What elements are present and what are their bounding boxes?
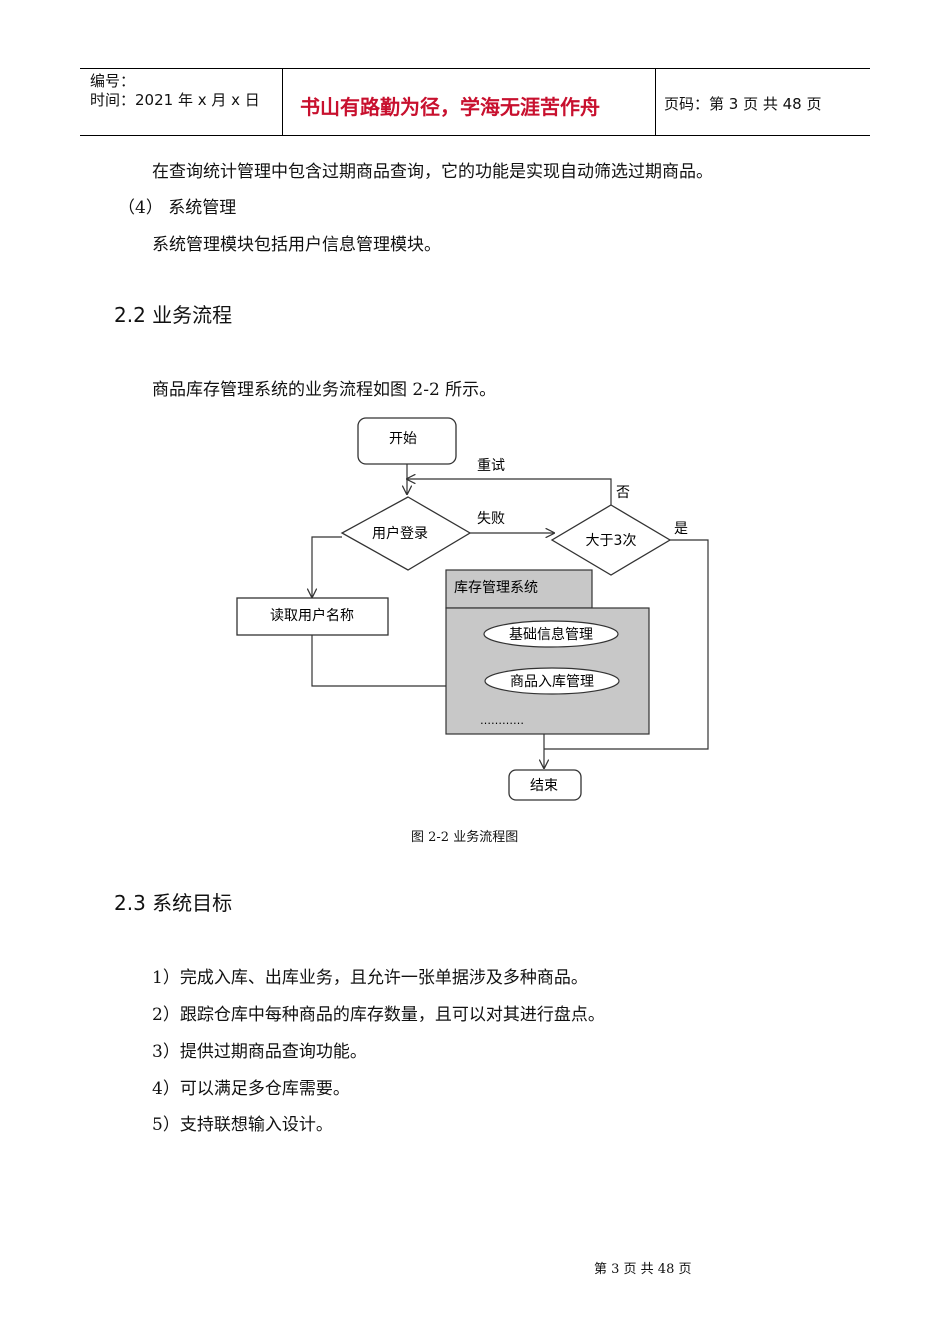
paragraph-query: 在查询统计管理中包含过期商品查询，它的功能是实现自动筛选过期商品。 [152,162,713,182]
edge-login-success [312,536,342,597]
header-top-rule [80,68,870,69]
stock-in-label: 商品入库管理 [510,674,594,690]
heading-business-flow: 2.2 业务流程 [114,303,233,327]
basic-info-module [483,620,619,648]
header-serial-label: 编号： [90,72,136,90]
list-item: 2）跟踪仓库中每种商品的库存数量，且可以对其进行盘点。 [152,1005,605,1025]
retry-count-decision [550,504,672,576]
header-motto: 书山有路勤为径，学海无涯苦作舟 [300,95,600,119]
end-node [508,769,582,801]
read-user-node [236,597,389,636]
no-label: 否 [616,485,630,501]
end-label: 结束 [530,778,558,794]
list-item: 1）完成入库、出库业务，且允许一张单据涉及多种商品。 [152,968,588,988]
read-user-label: 读取用户名称 [270,607,354,624]
edge-retry-loop [407,479,612,507]
inventory-system-label: 库存管理系统 [454,580,538,596]
header-divider-left [282,68,283,135]
list-item: 4）可以满足多仓库需要。 [152,1079,350,1099]
header-page-label: 页码：第 3 页 共 48 页 [664,95,822,113]
basic-info-label: 基础信息管理 [509,626,593,643]
list-item: 5）支持联想输入设计。 [152,1115,333,1135]
yes-label: 是 [674,521,688,537]
inventory-system-tab [445,569,593,609]
fail-label: 失败 [477,511,505,527]
heading-system-goals: 2.3 系统目标 [114,891,233,915]
stock-in-module [484,667,620,695]
header-time-label: 时间：2021 年 x 月 x 日 [90,91,260,109]
section-item-4-title: （4） 系统管理 [118,198,237,218]
list-item: 3）提供过期商品查询功能。 [152,1042,367,1062]
login-decision [340,496,472,571]
edge-read-to-system [311,635,446,687]
page-footer-number: 第 3 页 共 48 页 [594,1262,692,1277]
paragraph-system: 系统管理模块包括用户信息管理模块。 [152,235,441,255]
edge-yes-to-end [544,539,709,750]
login-label: 用户登录 [372,525,428,542]
retry-count-label: 大于3次 [586,533,637,549]
figure-caption: 图 2-2 业务流程图 [411,830,519,845]
header-bottom-rule [80,135,870,136]
start-label: 开始 [389,431,417,447]
paragraph-flow-intro: 商品库存管理系统的业务流程如图 2-2 所示。 [152,380,497,400]
header-divider-right [655,68,656,135]
more-modules-ellipsis: ………… [480,714,524,727]
retry-label: 重试 [477,458,505,474]
